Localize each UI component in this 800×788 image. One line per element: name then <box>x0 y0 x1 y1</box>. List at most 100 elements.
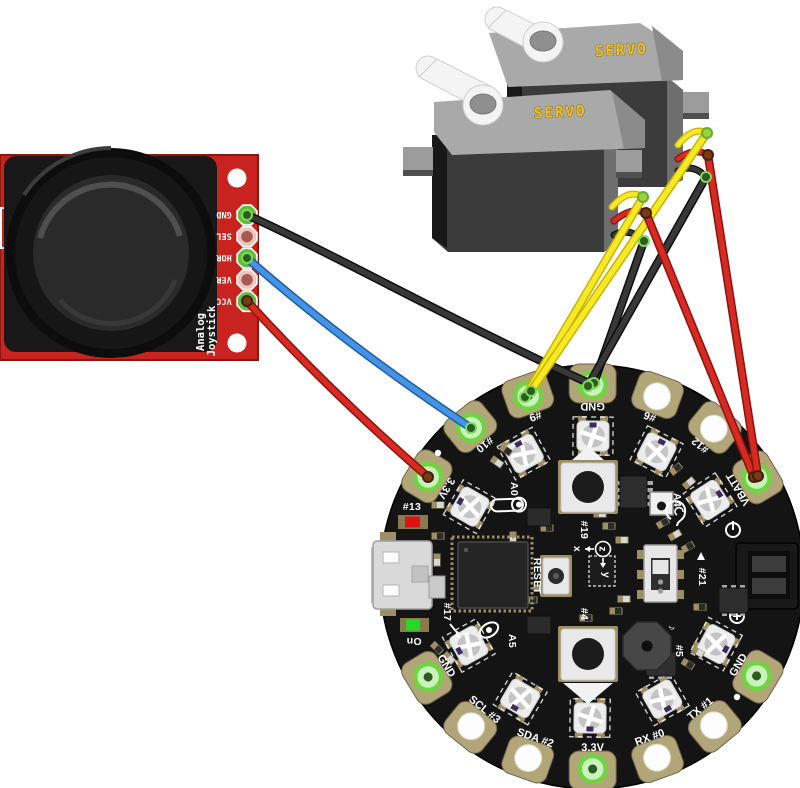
neopixel-9 <box>442 479 498 535</box>
pad-6-4 <box>631 370 684 419</box>
wire-tips <box>241 127 764 483</box>
soic8-chip <box>428 507 552 635</box>
a5-label: A5 <box>506 634 518 648</box>
pad-label: 3.3V <box>581 742 604 754</box>
servo-cap-side <box>612 92 645 149</box>
passive <box>655 516 671 530</box>
wire-tip <box>702 149 714 161</box>
pad-hole-center <box>423 672 433 682</box>
pad-hole <box>699 414 728 443</box>
a0-label: A0 <box>508 482 520 496</box>
joystick-pin-label: VER <box>215 274 231 284</box>
passive <box>579 614 593 622</box>
joystick-pin-label: HOR <box>215 252 231 262</box>
wire-joystick-hor <box>242 253 476 433</box>
wire-tip <box>241 209 253 221</box>
thermometer-icon <box>490 496 527 513</box>
pad-tab <box>732 649 784 704</box>
pad-label: #6 <box>642 408 658 423</box>
wire-tip <box>241 295 253 307</box>
silk-dot <box>434 449 442 457</box>
servo-horn <box>484 6 564 63</box>
wire-tip <box>422 471 434 483</box>
servo-body-shadow <box>432 135 447 248</box>
joystick-silk-line1: Analog <box>195 313 207 351</box>
button-4 <box>558 626 618 682</box>
passive <box>681 476 697 490</box>
mounting-hole <box>227 168 247 188</box>
wire-joystick-vcc <box>242 296 433 482</box>
servo-mount-tab-edge <box>403 170 433 176</box>
passive <box>540 524 554 532</box>
passive <box>602 522 616 530</box>
servo-label: SERVO <box>594 40 648 61</box>
joystick-silk-line2: Joystick <box>206 305 218 356</box>
d17-arrow-icon <box>449 623 461 638</box>
wire-tip <box>582 380 594 392</box>
ear-icon <box>665 500 687 527</box>
pad-label: GND <box>580 400 605 412</box>
passive <box>429 640 445 656</box>
neopixel-1 <box>492 670 549 726</box>
passive <box>680 657 696 671</box>
wire-tip <box>638 235 650 247</box>
d17-label: #17 <box>441 603 453 621</box>
wire-tip <box>640 207 652 219</box>
neopixel-8 <box>496 426 552 481</box>
pad-hole <box>643 743 672 772</box>
pad-scl3-12 <box>443 700 498 754</box>
joystick-pin-label: SEL <box>216 231 231 241</box>
pad-tab <box>631 735 684 784</box>
joystick-board: GND SEL HOR VER VCC Analog Joystick <box>0 146 259 361</box>
passive <box>498 443 514 457</box>
pad-sda2-11 <box>501 735 555 784</box>
passive <box>690 645 706 659</box>
pad-hole <box>643 382 672 411</box>
neopixel-2 <box>569 697 611 739</box>
passive <box>680 540 696 554</box>
servo-mount-tab-edge <box>683 113 709 119</box>
passive <box>667 528 683 542</box>
mcu-chip <box>450 535 534 613</box>
joystick-pin-sel: SEL <box>216 225 258 248</box>
d21-label: #21 <box>696 568 708 586</box>
circuit-playground-board: x z y <box>371 363 800 788</box>
power-led <box>400 618 429 632</box>
reset-button <box>540 555 572 597</box>
reset-label: RESET <box>531 558 543 595</box>
pad-hole <box>514 744 543 773</box>
passive <box>524 596 538 604</box>
passive <box>431 501 445 509</box>
servo-front: SERVO <box>403 55 645 252</box>
wire-tip <box>701 127 713 139</box>
power-icon <box>725 521 741 538</box>
wire-servo-back-gnd <box>583 172 711 391</box>
silk-triangle-down <box>563 683 613 704</box>
axis-z-label: z <box>597 546 609 552</box>
joystick-knob <box>6 146 216 358</box>
buzzer <box>622 621 672 671</box>
wire-tip <box>241 252 253 264</box>
wire-tip <box>465 422 477 434</box>
micro-usb-port <box>371 532 433 616</box>
d13-label: #13 <box>403 501 421 513</box>
axis-marker-icon: x z y <box>571 540 612 578</box>
passive <box>609 607 623 615</box>
passive <box>489 455 505 469</box>
servo-label: SERVO <box>533 102 587 123</box>
passive <box>617 595 631 603</box>
pad-tx1-8 <box>687 700 742 753</box>
joystick-pin-label: GND <box>216 209 231 219</box>
jst-battery-connector <box>725 521 799 624</box>
neopixel-4 <box>688 616 744 672</box>
passive <box>668 462 684 476</box>
pad-hole-center <box>752 671 762 681</box>
neopixel-7 <box>572 415 614 457</box>
servo-mount-tab <box>616 150 642 175</box>
pad-rx0-9 <box>631 735 684 784</box>
joystick-pin-label: VCC <box>216 295 231 305</box>
neopixel-5 <box>682 471 738 529</box>
silk-dot <box>733 693 741 701</box>
music-note-icon: ♪ <box>666 625 678 631</box>
